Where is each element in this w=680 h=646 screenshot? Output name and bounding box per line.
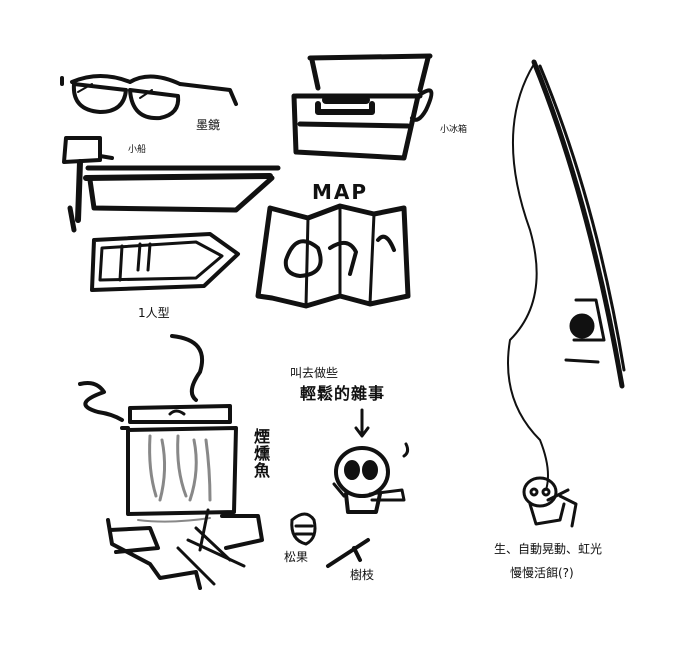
one-person-boat-icon — [90, 232, 240, 292]
alien-character-icon — [332, 442, 410, 514]
branch-label: 樹枝 — [350, 568, 375, 582]
branch-icon — [326, 538, 370, 568]
rainbow-label-line2: 慢慢活餌(?) — [510, 566, 574, 580]
lure-creature-icon — [522, 476, 578, 528]
rainbow-label-line1: 生、自動晃動、虹光 — [494, 542, 603, 556]
one-person-boat-label: 1人型 — [138, 306, 170, 320]
smoker-box-icon — [120, 404, 238, 523]
cooler-icon — [291, 53, 434, 161]
chore-label-line1: 叫去做些 — [290, 366, 339, 380]
down-arrow-icon — [354, 408, 370, 438]
map-icon — [255, 203, 411, 309]
chore-label-line2: 輕鬆的雜事 — [300, 384, 386, 403]
pinecone-icon — [290, 512, 317, 546]
cooler-label: 小冰箱 — [440, 125, 468, 135]
pinecone-label: 松果 — [284, 550, 309, 564]
small-boat-icon — [62, 136, 281, 233]
sunglasses-icon — [60, 74, 238, 121]
smoke-icon — [78, 334, 204, 422]
small-boat-label: 小船 — [128, 145, 147, 155]
smoked-fish-label: 煙燻魚 — [251, 428, 270, 479]
sunglasses-label: 墨鏡 — [196, 118, 221, 132]
firepit-icon — [106, 508, 264, 590]
fishing-rod-icon — [507, 59, 626, 491]
map-title: MAP — [312, 180, 369, 204]
